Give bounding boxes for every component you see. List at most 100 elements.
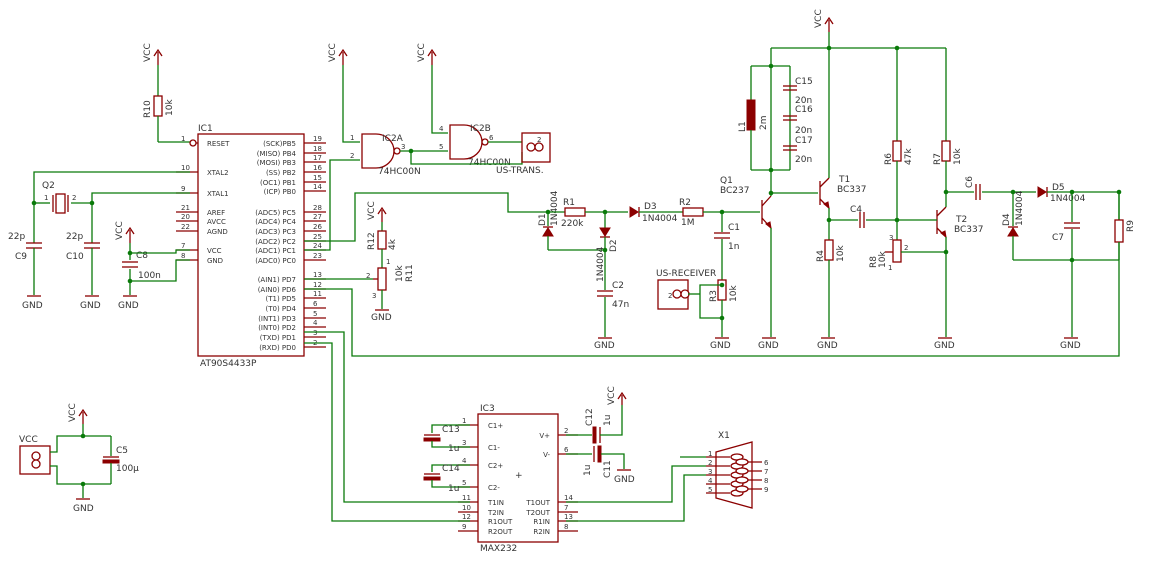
c5-value: 100µ [116,464,139,474]
r8-potentiometer[interactable]: R8 10k 3 2 1 [869,234,908,272]
q1-transistor[interactable]: Q1 BC237 [720,176,772,230]
c7-name: C7 [1052,233,1064,243]
r9-resistor[interactable]: R9 [1114,192,1136,260]
ic3-pin-label: T1OUT [525,499,550,507]
c4-name: C4 [850,205,862,215]
r4-resistor[interactable]: R4 10k [816,239,846,337]
c1-capacitor[interactable]: C1 1n [714,212,740,280]
d4-name: D4 [1002,213,1012,226]
d3-diode[interactable]: D3 1N4004 [629,202,683,224]
vcc-symbol-top: VCC [814,9,834,32]
us-receiver-connector[interactable]: 2 US-RECEIVER [656,269,716,310]
vcc-symbol-r12: VCC [367,201,387,222]
svg-text:GND: GND [614,475,635,485]
q1-value: BC237 [720,186,749,196]
ic3-pin-label: R1IN [533,518,550,526]
r12-name: R12 [367,232,377,250]
c14-value: 1u [448,484,459,494]
ic2b-name: IC2B [470,124,491,134]
ic3-pin-label: T2IN [487,509,504,517]
d2-value: 1N4004 [596,246,606,282]
vcc-symbol-r10: VCC [143,43,163,65]
r3-resistor[interactable]: R3 10k [709,279,739,337]
c4-capacitor[interactable]: C4 [850,205,865,228]
vcc-input-connector[interactable]: VCC [19,435,51,475]
r3-name: R3 [709,290,719,302]
ic3-max232[interactable]: IC3 MAX232 + 1C1+3C1-4C2+5C2-11T1IN10T2I… [458,404,578,554]
ic2a-nand-gate[interactable]: IC2A 74HC00N 1 2 3 [350,133,421,177]
gnd-c2: GND [594,337,615,351]
l1-inductor[interactable]: L1 2m [738,66,769,170]
c10-capacitor[interactable]: 22p C10 [66,203,100,295]
r12-resistor[interactable]: R12 4k [367,222,398,268]
svg-text:2: 2 [904,244,908,252]
d3-name: D3 [644,202,657,212]
c8-capacitor[interactable]: C8 100n [122,243,161,295]
ic1-microcontroller[interactable]: IC1 AT90S4433P 1RESET10XTAL29XTAL121AREF… [176,124,326,369]
c7-capacitor[interactable]: C7 [1052,192,1080,337]
d2-diode[interactable]: D2 1N4004 [596,212,619,290]
c5-capacitor[interactable]: C5 100µ [102,436,139,484]
svg-text:GND: GND [118,301,139,311]
svg-text:GND: GND [1060,341,1081,351]
r6-value: 47k [904,148,914,165]
ic1-pin-number: 17 [313,154,322,162]
c9-capacitor[interactable]: 22p C9 [8,203,42,295]
ic3-pin-label: T2OUT [525,509,550,517]
ic3-pin-number: 12 [462,513,471,521]
ic1-pin-label: (MISO) PB4 [257,150,297,158]
r6-resistor[interactable]: R6 47k [884,48,914,240]
ic1-pin-number: 19 [313,135,322,143]
c11-value: 1u [583,465,593,476]
c12-capacitor[interactable]: C12 1u [566,405,623,444]
c16-capacitor[interactable]: C16 20n [783,105,813,136]
c15-capacitor[interactable]: C15 20n [783,77,813,106]
r11-potentiometer[interactable]: 10k R11 2 1 3 [366,258,415,309]
ic3-center-mark: + [515,471,523,481]
c11-capacitor[interactable]: 1u C11 [566,445,625,478]
r12-value: 4k [388,238,398,250]
us-transmitter-connector[interactable]: 2 US-TRANS. [496,132,551,176]
svg-text:2: 2 [366,272,370,280]
d4-diode[interactable]: D4 1N4004 [1002,190,1025,260]
svg-text:VCC: VCC [814,9,824,28]
t2-value: BC337 [954,225,983,235]
d1-name: D1 [538,213,548,226]
ic3-pin-number: 14 [564,494,573,502]
ic2b-nand-gate[interactable]: IC2B 74HC00N 4 5 6 [439,124,511,168]
t1-transistor[interactable]: T1 BC337 [819,175,866,210]
c16-value: 20n [795,126,812,136]
ic3-pin-number: 6 [564,446,569,454]
d5-diode[interactable]: D5 1N4004 [1037,183,1086,204]
d1-value: 1N4004 [550,190,560,226]
l1-value: 2m [759,116,769,131]
r1-resistor[interactable]: R1 220k [548,198,628,229]
ic1-pin-label: AVCC [207,218,226,226]
x1-pin-number: 4 [708,477,713,485]
us-receiver-label: US-RECEIVER [656,269,716,279]
ic1-pin-number: 14 [313,183,322,191]
c13-capacitor[interactable]: C13 1u [423,424,470,454]
vcc-symbol-c8: VCC [115,221,135,243]
q2-crystal[interactable]: Q2 1 2 [34,181,92,214]
r7-resistor[interactable]: R7 10k [933,48,963,207]
c14-capacitor[interactable]: C14 1u [423,464,470,494]
svg-text:VCC: VCC [143,43,153,62]
d3-value: 1N4004 [642,214,678,224]
r8-value: 10k [878,251,888,268]
r2-resistor[interactable]: R2 1M [679,198,760,228]
r10-resistor[interactable]: R10 10k [143,65,197,147]
svg-text:1: 1 [386,258,390,266]
c2-capacitor[interactable]: C2 47n [597,281,629,337]
ic3-pin-label: R1OUT [488,518,513,526]
d1-diode[interactable]: D1 1N4004 [538,190,560,250]
c17-capacitor[interactable]: C17 20n [783,136,813,165]
c6-capacitor[interactable]: C6 [965,176,981,200]
svg-text:2: 2 [537,136,541,144]
svg-text:3: 3 [401,143,405,151]
t2-transistor[interactable]: T2 BC337 [936,206,983,239]
r7-value: 10k [953,148,963,165]
c11-name: C11 [603,460,613,478]
